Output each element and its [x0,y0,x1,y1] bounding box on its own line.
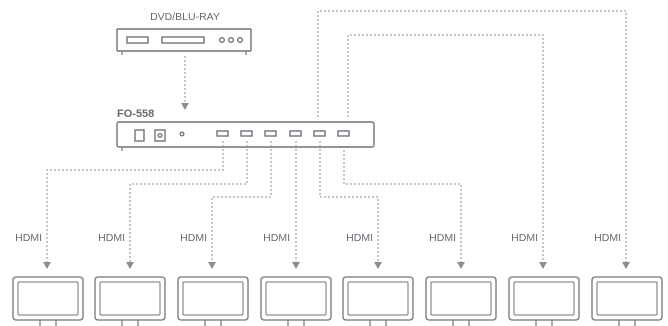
display-2 [94,276,166,326]
display-1 [12,276,84,326]
display-6 [425,276,497,326]
dvd-player-label: DVD/BLU-RAY [150,11,220,23]
hdmi-label-6: HDMI [429,232,456,244]
dvd-player [116,28,252,55]
hdmi-label-3: HDMI [180,232,207,244]
splitter-label: FO-558 [117,108,154,120]
display-7 [508,276,580,326]
hdmi-label-7: HDMI [511,232,538,244]
hdmi-label-4: HDMI [263,232,290,244]
output-cables [46,10,627,262]
hdmi-label-1: HDMI [15,232,42,244]
display-5 [342,276,414,326]
output-arrows [43,262,630,269]
splitter-device [116,121,375,151]
input-arrow [181,103,189,110]
hdmi-label-8: HDMI [594,232,621,244]
display-4 [260,276,332,326]
display-8 [591,276,663,326]
hdmi-label-5: HDMI [346,232,373,244]
display-3 [177,276,249,326]
hdmi-label-2: HDMI [98,232,125,244]
